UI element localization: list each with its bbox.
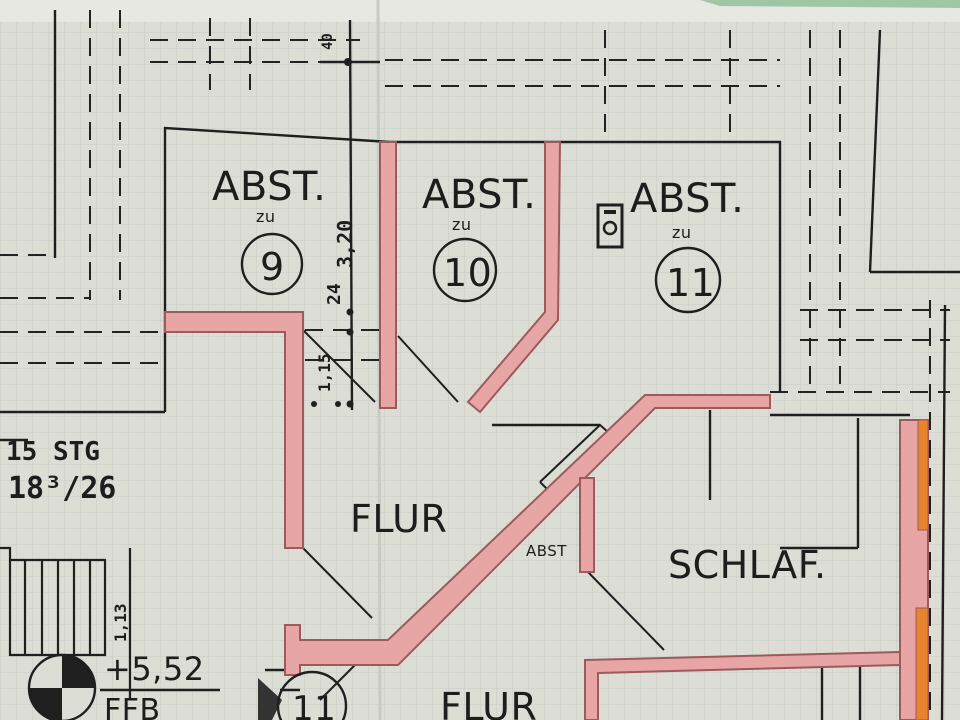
appliance-symbol (596, 203, 624, 249)
room-number-bottom: 11 (292, 689, 336, 720)
stair-rise: 18³/26 (8, 471, 116, 506)
room-circle-9 (240, 232, 304, 296)
room-label-9: ABST. (212, 164, 326, 210)
room-label-flur-main: FLUR (350, 497, 447, 541)
dim-115: 1,15 (315, 353, 334, 392)
wall-orange-upper (917, 419, 929, 531)
room-number-10: 10 (443, 251, 492, 295)
level-unit: FFB (104, 693, 161, 720)
dashed-lines (0, 10, 950, 720)
room-number-9: 9 (260, 245, 285, 289)
room-circle-10 (432, 237, 498, 303)
green-corner (700, 0, 960, 8)
wall-small (579, 477, 595, 573)
wall-orange-lower (915, 607, 929, 720)
room-sub-11: zu (672, 223, 692, 242)
room-sub-10: zu (452, 215, 472, 234)
dim-320: 3,20 (333, 220, 357, 268)
hatched-marker (258, 678, 282, 720)
level-value: +5,52 (104, 650, 205, 688)
wall-room9-right (379, 141, 397, 409)
level-marker (27, 653, 220, 720)
room-label-abst-small: ABST (526, 542, 567, 560)
dim-113: 1,13 (111, 603, 130, 642)
room-sub-9: zu (256, 207, 276, 226)
room-label-10: ABST. (422, 172, 536, 218)
dim-top-mark: 40 (320, 33, 336, 50)
dim-24: 24 (324, 283, 345, 305)
wall-left-l (164, 311, 304, 549)
room-circle-bottom (276, 670, 348, 720)
room-label-11: ABST. (630, 176, 744, 222)
room-circle-11 (654, 246, 722, 314)
wall-room10 (466, 141, 562, 414)
room-label-schlaf: SCHLAF. (668, 543, 827, 587)
stair-count: 15 STG (6, 437, 100, 467)
room-number-11: 11 (666, 261, 715, 305)
room-label-flur-bottom: FLUR (440, 685, 537, 720)
dimension-ticks (311, 58, 354, 408)
